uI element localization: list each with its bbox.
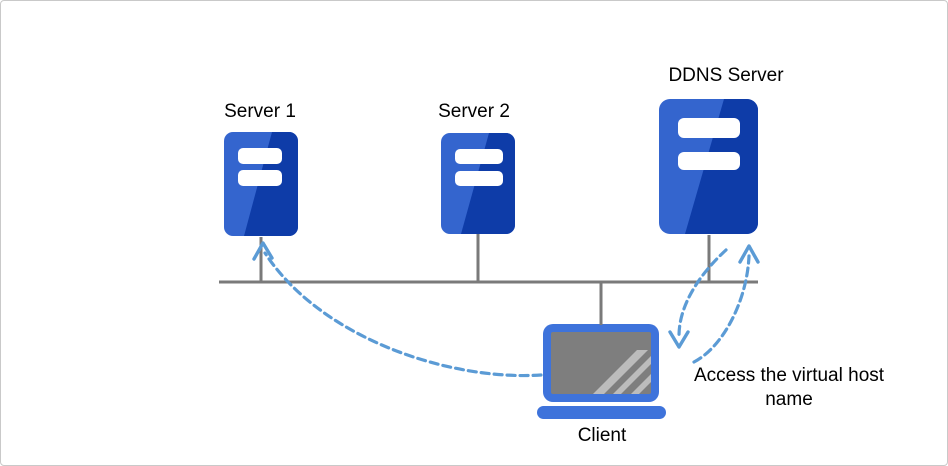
server-icon [659, 99, 758, 234]
access-virtual-host-annotation: Access the virtual host name [693, 365, 885, 410]
server-icon [224, 132, 298, 236]
ddns-server-label: DDNS Server [668, 65, 784, 86]
arrowhead-down-icon [668, 330, 690, 349]
arrowhead-up-icon [738, 244, 760, 264]
laptop-icon [537, 324, 666, 419]
ddns-to-client-arrow [677, 248, 728, 338]
server-icon [441, 133, 515, 234]
screen-reflection [593, 350, 651, 394]
client-to-ddns-arrow [692, 254, 751, 364]
client-label: Client [577, 425, 627, 446]
server1-label: Server 1 [224, 101, 296, 122]
server2-label: Server 2 [438, 101, 510, 122]
arrowhead-up-icon [252, 241, 274, 261]
client-to-server1-arrow [263, 251, 543, 378]
